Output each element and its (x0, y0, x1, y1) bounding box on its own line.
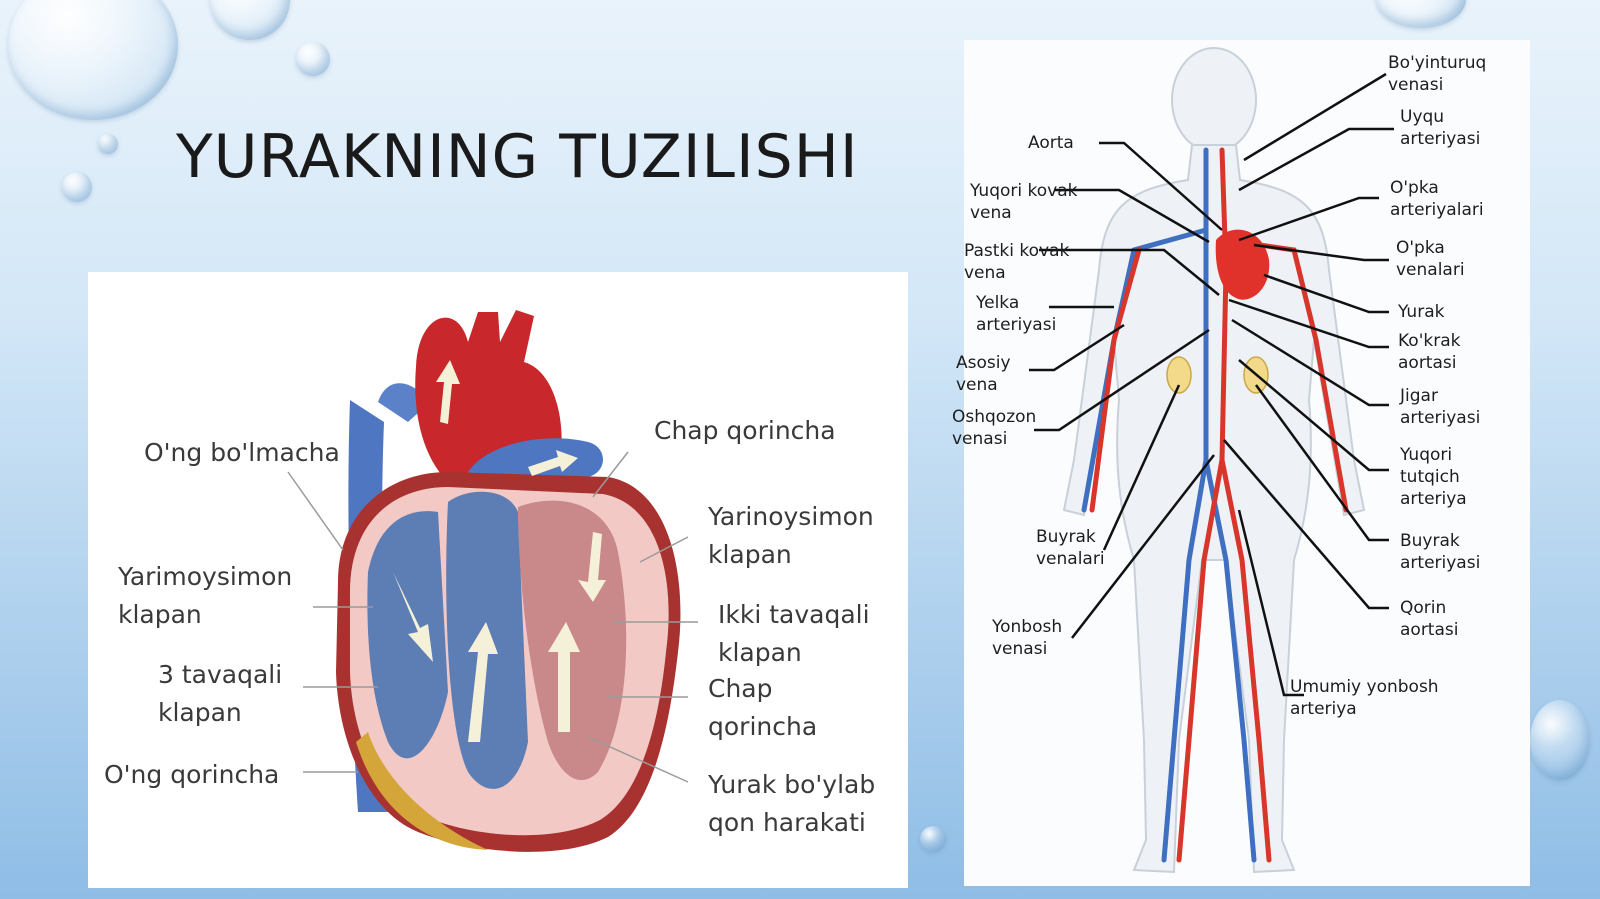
body-label-text: Asosiy vena (956, 353, 1011, 395)
heart-label-text: Yurak bo'ylab qon harakati (708, 770, 876, 837)
water-drop (210, 0, 290, 40)
body-label: Yuqori kovak vena (970, 180, 1080, 224)
body-label-text: Oshqozon venasi (952, 407, 1037, 449)
heart-diagram-panel: O'ng bo'lmacha Chap qorincha Yarinoysimo… (88, 272, 908, 888)
heart-label: Yarinoysimon klapan (708, 498, 898, 574)
body-label-text: Yuqori tutqich arteriya (1400, 445, 1467, 509)
body-label: Umumiy yonbosh arteriya (1290, 676, 1470, 720)
body-label-text: Pastki kovak vena (964, 241, 1070, 283)
heart-label: O'ng bo'lmacha (144, 438, 340, 467)
water-drop (62, 172, 92, 202)
body-label: Ko'krak aortasi (1398, 330, 1498, 374)
body-label-text: Buyrak venalari (1036, 527, 1105, 569)
body-label-text: Jigar arteriyasi (1400, 386, 1481, 428)
body-label-text: O'pka venalari (1396, 238, 1465, 280)
circulatory-system-panel: Bo'yinturuq venasi Aorta Uyqu arteriyasi… (952, 40, 1530, 886)
heart-label: 3 tavaqali klapan (158, 656, 308, 732)
body-label-text: O'pka arteriyalari (1390, 178, 1484, 220)
body-label-text: Yelka arteriyasi (976, 293, 1057, 335)
body-label-text: Umumiy yonbosh arteriya (1290, 677, 1439, 719)
body-label: Pastki kovak vena (964, 240, 1074, 284)
heart-label-text: Yarinoysimon klapan (708, 502, 874, 569)
body-label-text: Ko'krak aortasi (1398, 331, 1461, 373)
body-label-text: Buyrak arteriyasi (1400, 531, 1481, 573)
heart-label: Chap qorincha (654, 416, 836, 445)
body-label: O'pka arteriyalari (1390, 177, 1500, 221)
body-label: Yuqori tutqich arteriya (1400, 444, 1500, 510)
body-label-text: Bo'yinturuq venasi (1388, 53, 1487, 95)
body-label: Jigar arteriyasi (1400, 385, 1500, 429)
body-label: Yonbosh venasi (992, 616, 1082, 660)
body-label: Buyrak venalari (1036, 526, 1116, 570)
water-drop (1530, 700, 1590, 780)
body-label-text: Uyqu arteriyasi (1400, 107, 1481, 149)
water-drop (8, 0, 178, 120)
water-drop (920, 826, 946, 852)
body-label-text: Qorin aortasi (1400, 598, 1459, 640)
heart-illustration (287, 310, 698, 852)
heart-label: Chap qorincha (708, 670, 838, 746)
slide-title: YURAKNING TUZILISHI (176, 122, 859, 192)
water-drop (98, 134, 118, 154)
heart-label: Yurak bo'ylab qon harakati (708, 766, 898, 842)
heart-label: O'ng qorincha (104, 760, 280, 789)
heart-label-text: Chap qorincha (708, 674, 818, 741)
body-label: Yurak (1398, 302, 1445, 322)
body-label: Aorta (1028, 133, 1074, 153)
heart-label: Ikki tavaqali klapan (718, 596, 888, 672)
circulatory-system-illustration (1029, 47, 1394, 874)
body-label: Buyrak arteriyasi (1400, 530, 1500, 574)
water-drop (296, 42, 330, 76)
body-label-text: Yuqori kovak vena (970, 181, 1078, 223)
water-drop (1376, 0, 1466, 28)
heart-label-text: Yarimoysimon klapan (118, 562, 293, 629)
heart-label: Yarimoysimon klapan (118, 558, 318, 634)
body-label: Bo'yinturuq venasi (1388, 52, 1508, 96)
heart-label-text: Ikki tavaqali klapan (718, 600, 870, 667)
body-label: Asosiy vena (956, 352, 1036, 396)
body-label: Oshqozon venasi (952, 406, 1052, 450)
body-label-text: Yonbosh venasi (992, 617, 1063, 659)
body-label: Uyqu arteriyasi (1400, 106, 1500, 150)
heart-label-text: 3 tavaqali klapan (158, 660, 283, 727)
body-label: O'pka venalari (1396, 237, 1496, 281)
body-label: Yelka arteriyasi (976, 292, 1076, 336)
body-label: Qorin aortasi (1400, 597, 1490, 641)
